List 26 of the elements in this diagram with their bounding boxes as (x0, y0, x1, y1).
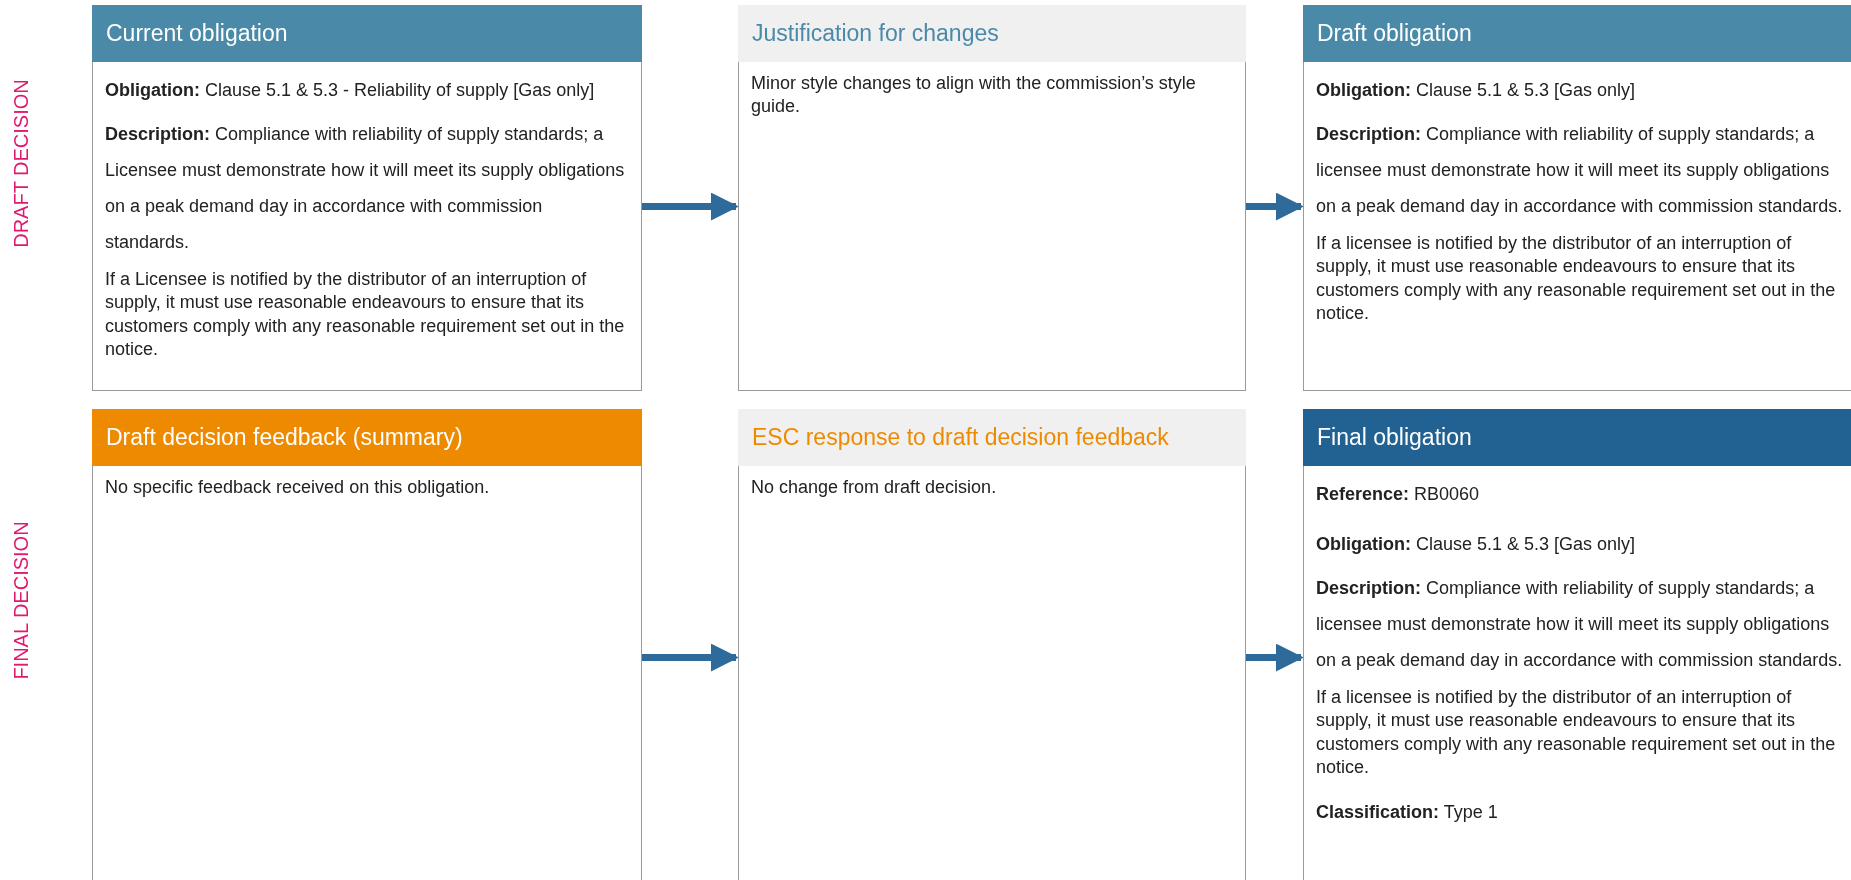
row-label: DRAFT DECISION (9, 78, 33, 248)
row-label: FINAL DECISION (9, 520, 33, 680)
body-text: No change from draft decision. (751, 476, 998, 499)
arrow (1246, 192, 1304, 221)
arrow (642, 192, 739, 221)
body-text: Classification: Type 1 (1316, 800, 1499, 824)
body-text: If a licensee is notified by the distributor of an interruption of supply, it must use reasonable endeavours to ensure that its customers comply with any reasonable requirement set out in the notice. (1316, 686, 1837, 780)
body-text: Minor style changes to align with the commission’s style guide. (751, 72, 1197, 119)
panel-heading: Justification for changes (738, 5, 1246, 62)
body-text: Description: Compliance with reliability of supply standards; a licensee must demonstrate how it will meet its supply obligations on a peak demand day in accordance with commission standards. (1316, 123, 1844, 218)
arrow (1246, 643, 1304, 672)
panel-heading: Draft obligation (1303, 5, 1851, 62)
body-text: Description: Compliance with reliability of supply standards; a licensee must demonstrate how it will meet its supply obligations on a peak demand day in accordance with commission standards. (1316, 577, 1844, 672)
arrow (642, 643, 739, 672)
body-text: If a licensee is notified by the distributor of an interruption of supply, it must use reasonable endeavours to ensure that its customers comply with any reasonable requirement set out in the notice. (1316, 232, 1837, 326)
body-text: Obligation: Clause 5.1 & 5.3 [Gas only] (1316, 533, 1637, 556)
body-text: Obligation: Clause 5.1 & 5.3 - Reliability of supply [Gas only] (105, 79, 596, 102)
body-text: If a Licensee is notified by the distributor of an interruption of supply, it must use reasonable endeavours to ensure that its customers comply with any reasonable requirement set out in the notice. (105, 268, 626, 362)
panel-heading: Final obligation (1303, 409, 1851, 466)
panel-heading: Draft decision feedback (summary) (92, 409, 642, 466)
body-text: Description: Compliance with reliability of supply standards; a Licensee must demonstrate how it will meet its supply obligations on a peak demand day in accordance with commission standards. (105, 123, 626, 254)
body-text: Obligation: Clause 5.1 & 5.3 [Gas only] (1316, 79, 1637, 102)
panel-heading: Current obligation (92, 5, 642, 62)
body-text: Reference: RB0060 (1316, 483, 1481, 506)
body-text: No specific feedback received on this obligation. (105, 476, 491, 499)
panel-heading: ESC response to draft decision feedback (738, 409, 1246, 466)
